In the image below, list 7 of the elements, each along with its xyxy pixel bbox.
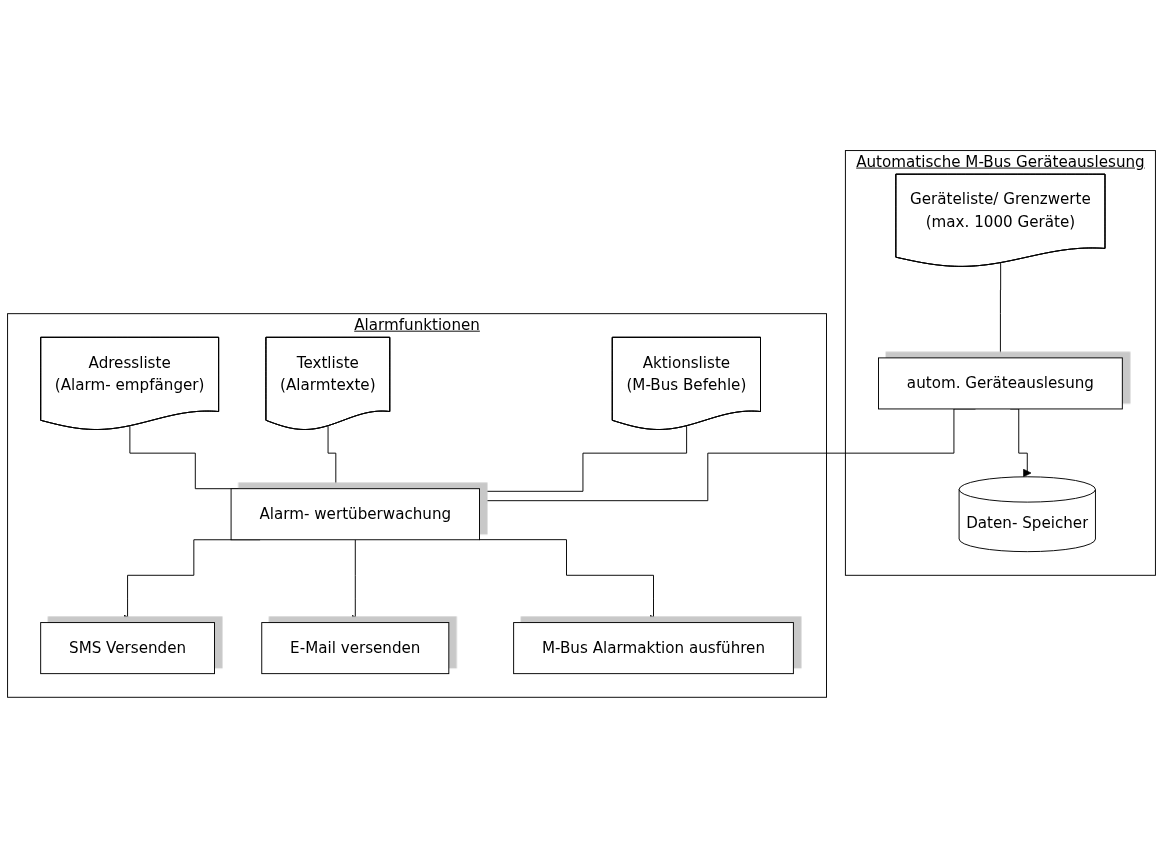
- node-box: M-Bus Alarmaktion ausführen: [513, 622, 794, 675]
- node-box: autom. Geräteauslesung: [878, 357, 1123, 410]
- connector: [479, 425, 688, 492]
- node-box: Alarm- wertüberwachung: [230, 488, 480, 541]
- node-box: SMS Versenden: [40, 622, 215, 675]
- node-box: E-Mail versenden: [261, 622, 450, 675]
- connector: [999, 262, 1002, 359]
